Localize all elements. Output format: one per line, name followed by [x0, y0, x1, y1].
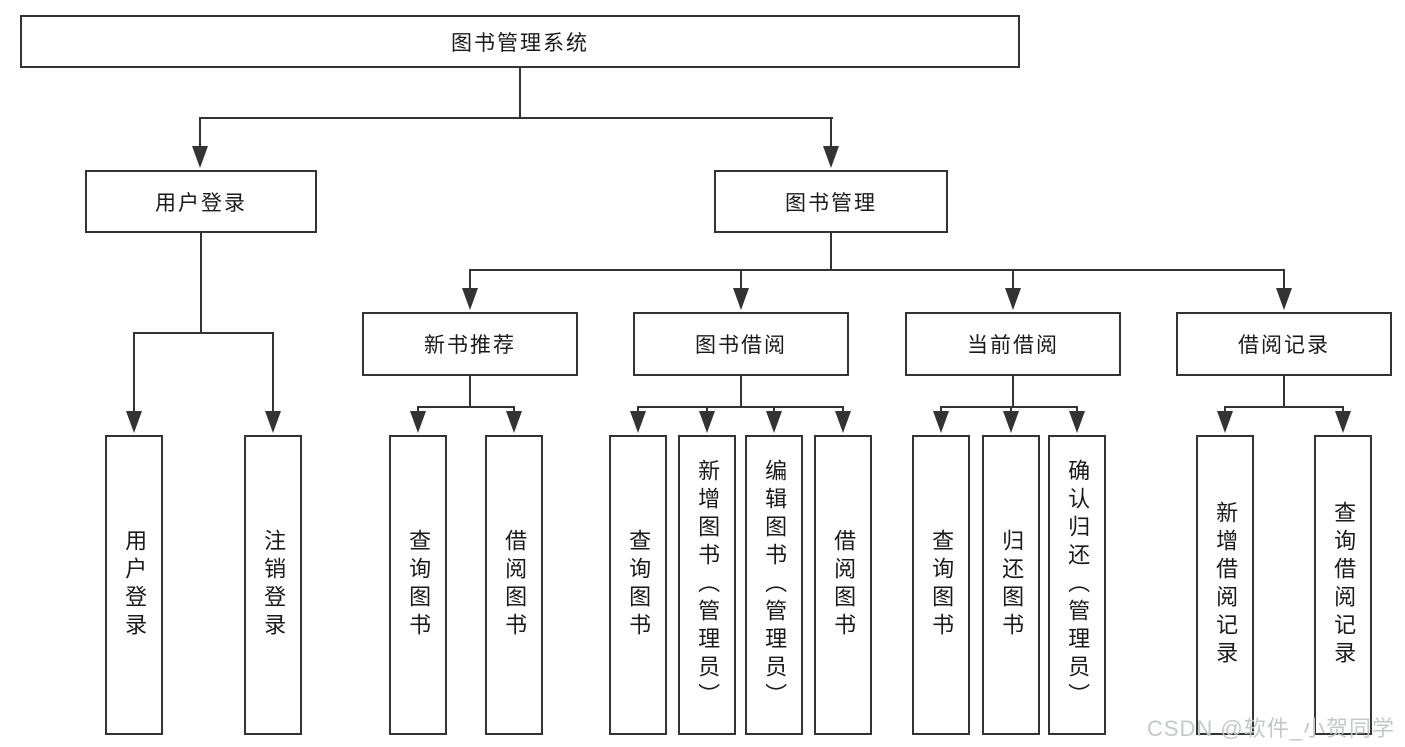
connector-vline [200, 233, 202, 334]
connector-vline [830, 118, 832, 150]
connector-hline [469, 269, 1285, 271]
arrowhead-down-icon [933, 411, 949, 433]
arrowhead-down-icon [1003, 411, 1019, 433]
connector-vline [519, 68, 521, 118]
node-label: 注销登录 [261, 529, 287, 641]
connector-vline [637, 407, 639, 414]
leaf-query-books-recommend: 查询图书 [389, 435, 447, 735]
connector-vline [830, 233, 832, 271]
connector-vline [773, 407, 775, 414]
connector-vline [940, 407, 942, 414]
connector-vline [740, 376, 742, 407]
connector-vline [842, 407, 844, 414]
connector-vline [1012, 270, 1014, 290]
node-label: 借阅记录 [1238, 334, 1330, 357]
node-label: 确认归还（管理员） [1065, 459, 1091, 711]
arrowhead-down-icon [1069, 411, 1085, 433]
node-label: 图书管理系统 [451, 31, 589, 55]
node-label: 查询借阅记录 [1331, 501, 1357, 669]
connector-vline [513, 407, 515, 414]
leaf-query-borrow-record: 查询借阅记录 [1314, 435, 1372, 735]
arrowhead-down-icon [1217, 411, 1233, 433]
watermark-text: CSDN @软件_小贺同学 [1146, 716, 1395, 741]
arrowhead-down-icon [410, 411, 426, 433]
connector-vline [469, 376, 471, 407]
connector-vline [417, 407, 419, 414]
connector-vline [469, 270, 471, 290]
connector-hline [1224, 406, 1344, 408]
leaf-return-books: 归还图书 [982, 435, 1040, 735]
connector-hline [417, 406, 515, 408]
node-label: 新增借阅记录 [1213, 501, 1239, 669]
connector-vline [272, 333, 274, 413]
node-label: 查询图书 [406, 529, 432, 641]
node-label: 新增图书（管理员） [695, 459, 721, 711]
connector-vline [1012, 376, 1014, 407]
node-label: 当前借阅 [967, 334, 1059, 357]
connector-vline [1076, 407, 1078, 414]
arrowhead-down-icon [506, 411, 522, 433]
leaf-add-borrow-record: 新增借阅记录 [1196, 435, 1254, 735]
leaf-user-login: 用户登录 [105, 435, 163, 735]
connector-hline [940, 406, 1078, 408]
connector-vline [1283, 270, 1285, 290]
node-label: 图书管理 [785, 191, 877, 215]
node-new-book-recommend: 新书推荐 [362, 312, 578, 376]
node-label: 编辑图书（管理员） [762, 459, 788, 711]
arrowhead-down-icon [823, 146, 839, 168]
leaf-borrow-books: 借阅图书 [814, 435, 872, 735]
leaf-confirm-return-admin: 确认归还（管理员） [1048, 435, 1106, 735]
node-borrow-records: 借阅记录 [1176, 312, 1392, 376]
node-current-borrow: 当前借阅 [905, 312, 1121, 376]
connector-vline [133, 333, 135, 413]
arrowhead-down-icon [192, 146, 208, 168]
connector-vline [706, 407, 708, 414]
leaf-borrow-books-recommend: 借阅图书 [485, 435, 543, 735]
leaf-logout: 注销登录 [244, 435, 302, 735]
arrowhead-down-icon [733, 288, 749, 310]
arrowhead-down-icon [835, 411, 851, 433]
connector-vline [1283, 376, 1285, 407]
connector-hline [637, 406, 844, 408]
connector-vline [740, 270, 742, 290]
leaf-add-books-admin: 新增图书（管理员） [678, 435, 736, 735]
node-label: 新书推荐 [424, 334, 516, 357]
arrowhead-down-icon [1276, 288, 1292, 310]
connector-vline [1010, 407, 1012, 414]
node-label: 借阅图书 [502, 529, 528, 641]
connector-hline [199, 117, 833, 119]
connector-vline [1224, 407, 1226, 414]
arrowhead-down-icon [126, 411, 142, 433]
node-label: 用户登录 [122, 529, 148, 641]
leaf-query-books-current: 查询图书 [912, 435, 970, 735]
node-user-login: 用户登录 [85, 170, 317, 233]
node-label: 用户登录 [155, 191, 247, 215]
arrowhead-down-icon [766, 411, 782, 433]
connector-vline [199, 118, 201, 150]
leaf-edit-books-admin: 编辑图书（管理员） [745, 435, 803, 735]
node-label: 图书借阅 [695, 334, 787, 357]
connector-hline [133, 332, 274, 334]
node-label: 查询图书 [929, 529, 955, 641]
node-book-borrow: 图书借阅 [633, 312, 849, 376]
arrowhead-down-icon [699, 411, 715, 433]
node-label: 借阅图书 [831, 529, 857, 641]
arrowhead-down-icon [265, 411, 281, 433]
arrowhead-down-icon [1005, 288, 1021, 310]
node-label: 查询图书 [626, 529, 652, 641]
arrowhead-down-icon [1335, 411, 1351, 433]
node-root-system: 图书管理系统 [20, 15, 1020, 68]
arrowhead-down-icon [630, 411, 646, 433]
node-book-management: 图书管理 [714, 170, 948, 233]
connector-vline [1342, 407, 1344, 414]
node-label: 归还图书 [999, 529, 1025, 641]
arrowhead-down-icon [462, 288, 478, 310]
leaf-query-books-borrow: 查询图书 [609, 435, 667, 735]
